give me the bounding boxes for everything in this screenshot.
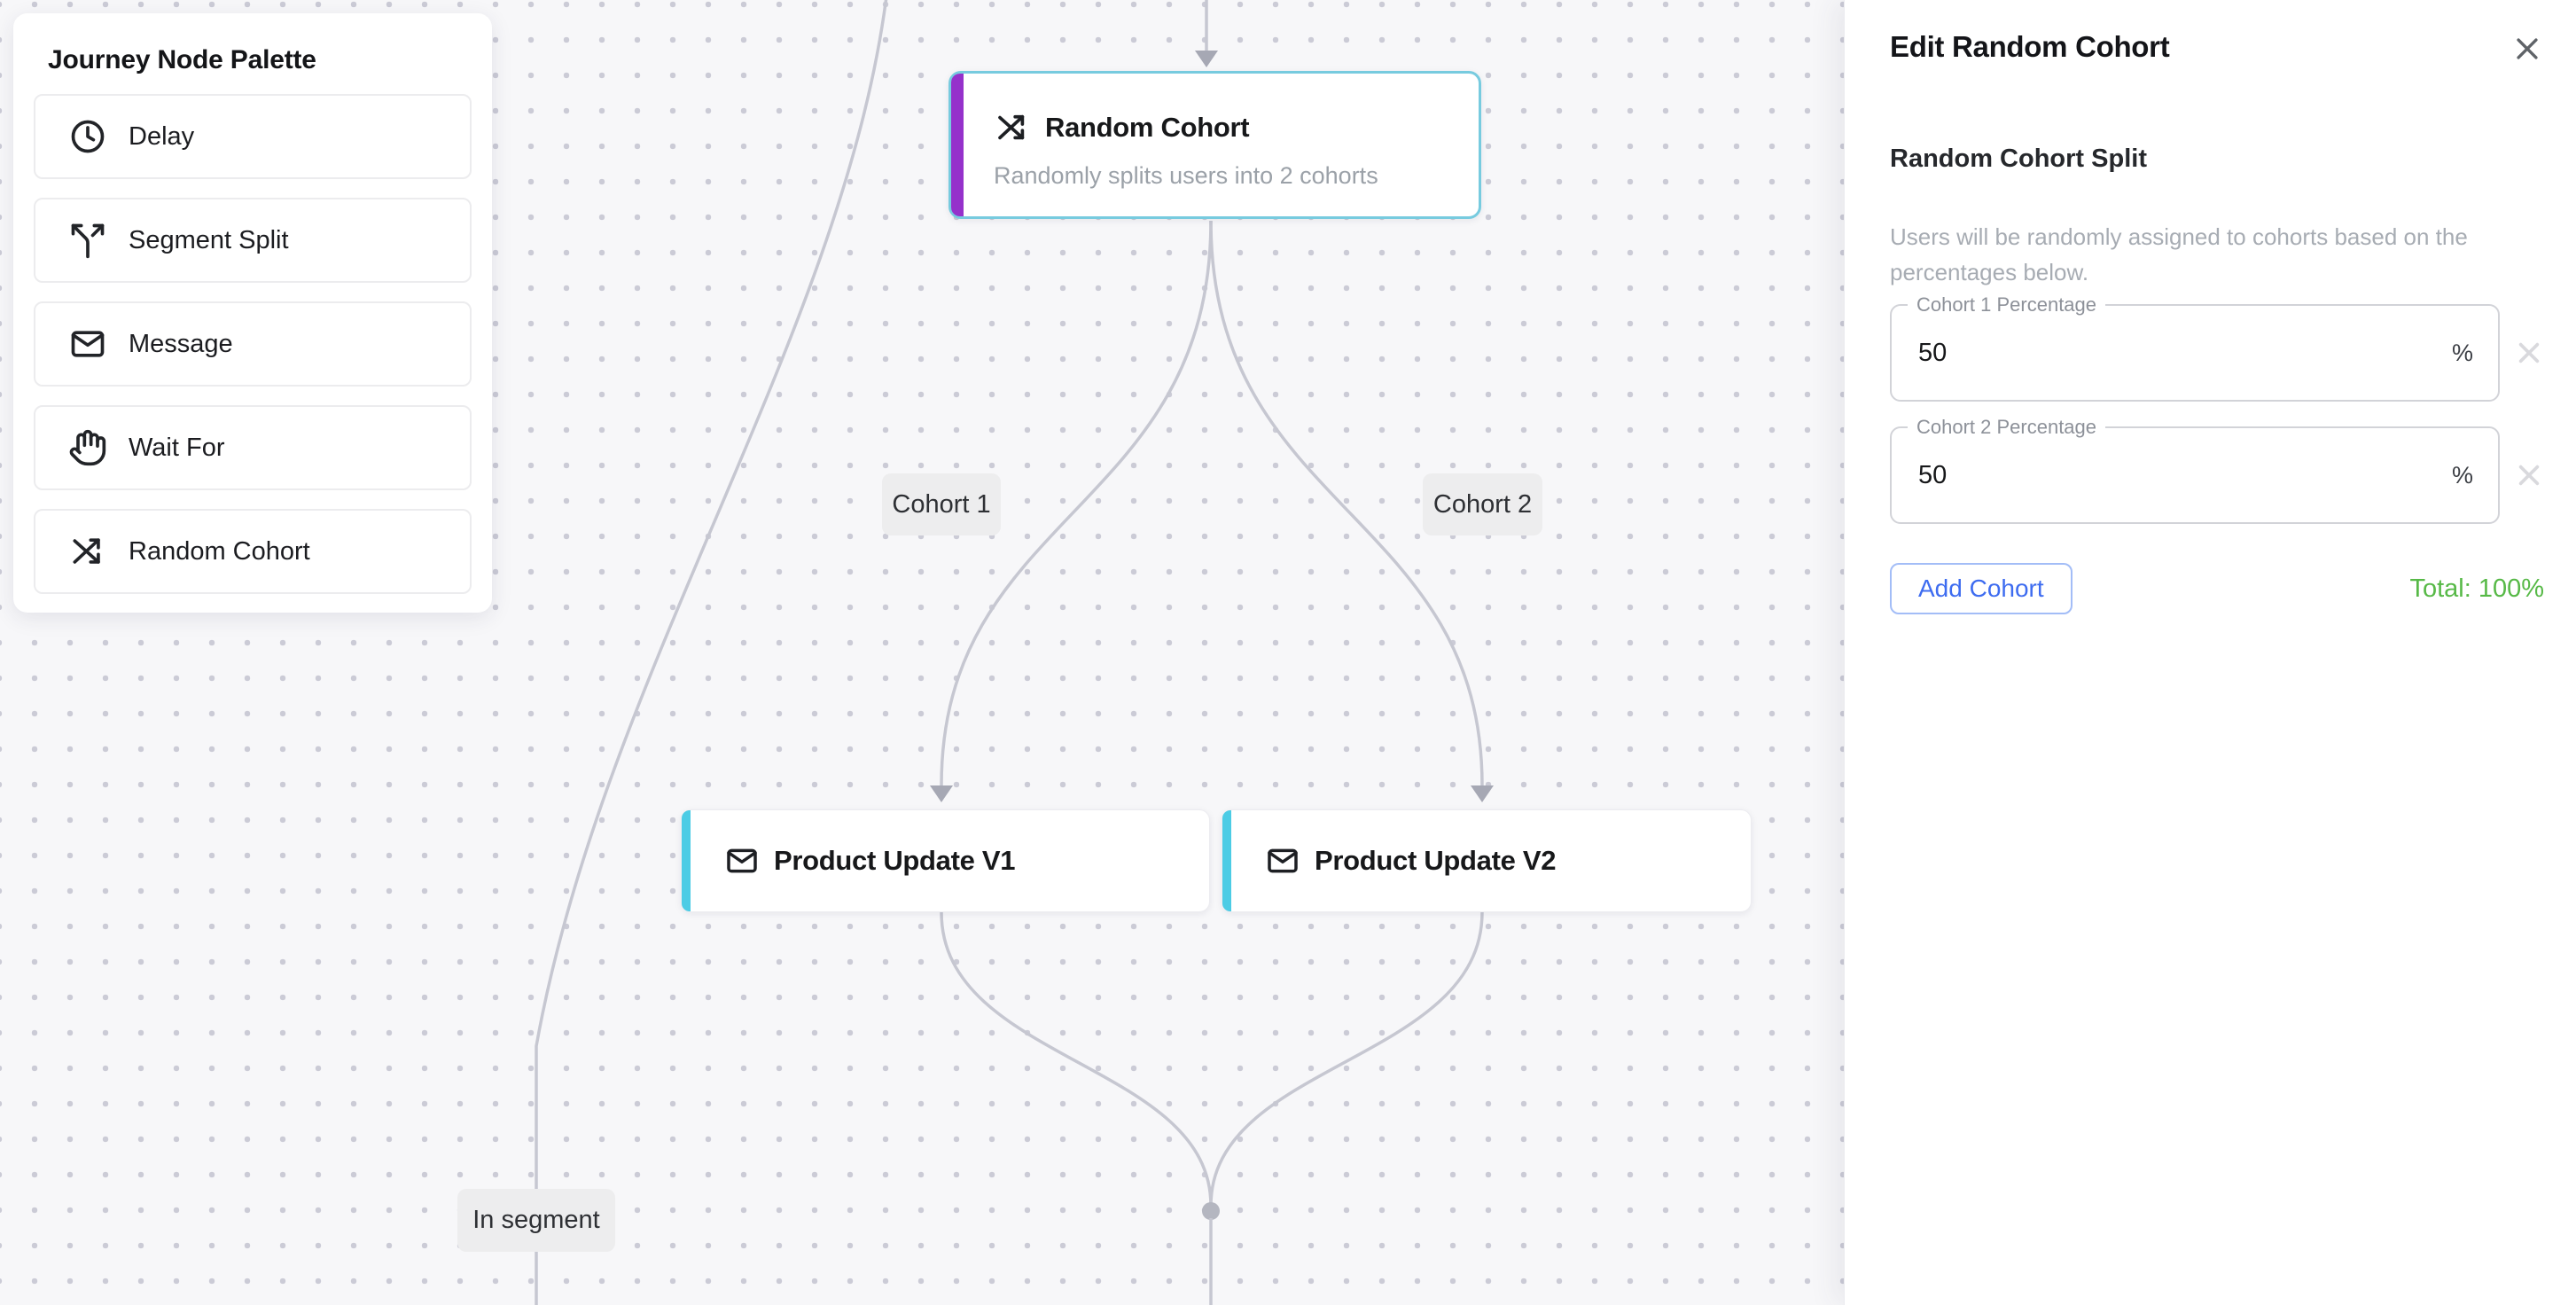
node-title: Random Cohort [1045, 112, 1250, 143]
clock-icon [71, 120, 105, 153]
split-icon [71, 223, 105, 259]
remove-cohort-icon [2518, 465, 2540, 486]
percent-suffix: % [2451, 339, 2473, 366]
cohort-1-field-label: Cohort 1 Percentage [1908, 292, 2106, 318]
cohort-2-field: Cohort 2 Percentage % [1890, 414, 2500, 524]
cohort-1-field: Cohort 1 Percentage % [1890, 292, 2500, 402]
shuffle-icon [998, 114, 1025, 140]
edge-label-cohort-2: Cohort 2 [1423, 473, 1542, 535]
panel-description: Users will be randomly assigned to cohor… [1890, 223, 2468, 285]
journey-node-palette: Journey Node Palette Delay Segment Split… [13, 13, 492, 613]
edge-merge-right [1209, 911, 1484, 1207]
merge-junction-dot [1202, 1202, 1220, 1220]
palette-item-label: Wait For [129, 433, 225, 462]
hand-icon [69, 429, 106, 466]
journey-canvas[interactable]: Cohort 1 Cohort 2 In segment Random Coho… [0, 0, 1844, 1305]
product-update-v2-node[interactable]: Product Update V2 [1222, 809, 1752, 912]
panel-title: Edit Random Cohort [1890, 30, 2170, 63]
edge-label-cohort-1: Cohort 1 [882, 473, 1001, 535]
remove-cohort-icon [2518, 342, 2540, 363]
palette-title: Journey Node Palette [48, 45, 316, 74]
remove-cohort-2-button[interactable] [2500, 461, 2558, 489]
node-accent-bar [1222, 810, 1231, 911]
remove-cohort-1-button[interactable] [2500, 339, 2558, 367]
cohort-1-percentage-input[interactable] [1892, 338, 2452, 368]
mail-icon [71, 331, 105, 357]
cohort-1-field-row: Cohort 1 Percentage % [1890, 292, 2558, 402]
mail-icon [1268, 848, 1298, 873]
panel-actions: Add Cohort Total: 100% [1890, 563, 2558, 614]
total-percentage-label: Total: 100% [2409, 574, 2544, 603]
palette-item-label: Random Cohort [129, 536, 310, 566]
node-accent-bar [682, 810, 691, 911]
percent-suffix: % [2451, 461, 2473, 488]
arrowhead-product-v1 [930, 785, 953, 802]
random-cohort-node[interactable]: Random Cohort Randomly splits users into… [948, 71, 1481, 219]
palette-item-label: Message [129, 329, 233, 358]
palette-item-segment-split[interactable]: Segment Split [34, 198, 472, 283]
product-update-v1-node[interactable]: Product Update V1 [681, 809, 1210, 912]
arrowhead-product-v2 [1471, 785, 1494, 802]
mail-icon [727, 848, 757, 873]
node-subtitle: Randomly splits users into 2 cohorts [994, 162, 1378, 189]
close-panel-button[interactable] [2509, 30, 2546, 70]
node-content: Product Update V2 [1265, 810, 1733, 911]
palette-item-message[interactable]: Message [34, 301, 472, 387]
shuffle-icon [73, 538, 100, 564]
edges-layer [535, 0, 1494, 1305]
palette-item-label: Segment Split [129, 225, 289, 254]
palette-item-delay[interactable]: Delay [34, 94, 472, 179]
edge-label-in-segment: In segment [457, 1189, 615, 1252]
add-cohort-button[interactable]: Add Cohort [1890, 563, 2073, 614]
node-accent-bar [951, 74, 964, 216]
node-content: Product Update V1 [724, 810, 1191, 911]
palette-item-label: Delay [129, 121, 195, 151]
edge-cohort-1 [940, 220, 1213, 786]
cohort-2-field-label: Cohort 2 Percentage [1908, 414, 2106, 441]
cohort-2-field-row: Cohort 2 Percentage % [1890, 414, 2558, 524]
node-title: Product Update V1 [774, 845, 1016, 876]
section-title: Random Cohort Split [1890, 145, 2147, 173]
palette-item-wait-for[interactable]: Wait For [34, 405, 472, 490]
edge-cohort-2 [1209, 220, 1484, 786]
node-title: Product Update V2 [1315, 845, 1557, 876]
arrowhead-random-cohort [1195, 51, 1218, 67]
edge-merge-left [940, 911, 1213, 1207]
edit-random-cohort-panel: Edit Random Cohort Random Cohort Split U… [1844, 0, 2576, 1305]
palette-item-random-cohort[interactable]: Random Cohort [34, 509, 472, 594]
close-icon [2517, 38, 2538, 59]
node-content: Random Cohort Randomly splits users into… [994, 109, 1461, 216]
edge-in-segment [535, 0, 888, 1305]
cohort-2-percentage-input[interactable] [1892, 460, 2452, 490]
